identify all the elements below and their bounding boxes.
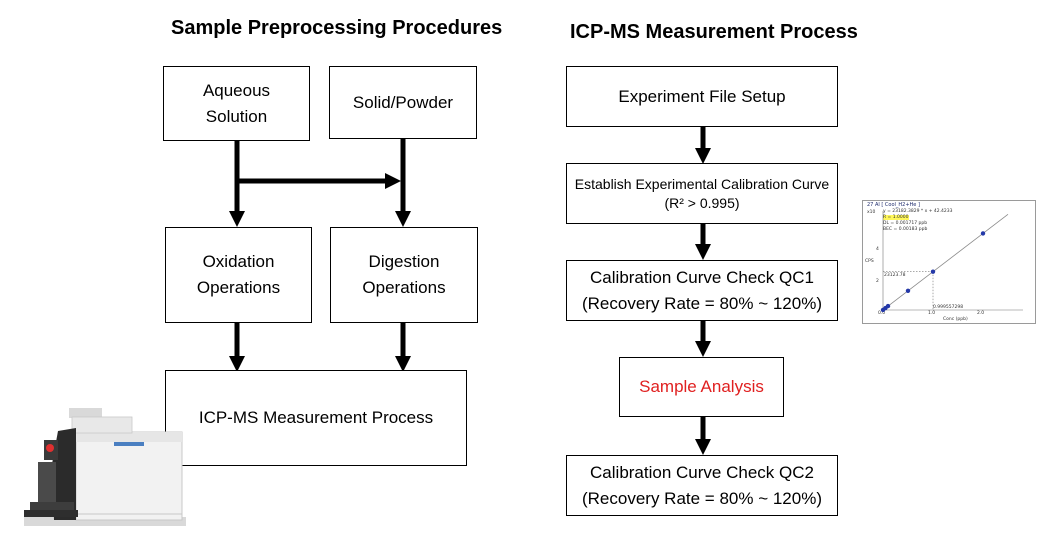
instrument-main-body (75, 431, 183, 521)
calibration-plot-x-tick-1: 1.0 (928, 311, 936, 316)
aqueous-solution-box: Aqueous Solution (163, 66, 310, 141)
calibration-plot-marker-x: 0.999557298 (933, 305, 964, 310)
left-title: Sample Preprocessing Procedures (171, 17, 503, 39)
sample-analysis-box: Sample Analysis (619, 357, 784, 417)
digestion-operations-box: Digestion Operations (330, 227, 478, 323)
qc2-check-box: Calibration Curve Check QC2 (Recovery Ra… (566, 455, 838, 516)
calibration-point-4 (930, 269, 936, 274)
calibration-plot-area (880, 211, 1023, 313)
calibration-point-2 (885, 303, 891, 309)
calibration-point-3 (905, 288, 911, 294)
calibration-curve-label: Establish Experimental Calibration Curve… (574, 175, 830, 211)
calibration-plot-y-tick-4: 4 (876, 247, 879, 252)
right-title: ICP-MS Measurement Process (570, 21, 858, 43)
icpms-process-box: ICP-MS Measurement Process (165, 370, 467, 466)
experiment-file-setup-box: Experiment File Setup (566, 66, 838, 127)
calibration-plot-header: 27 Al [ Cool_H2+He ] (867, 202, 920, 208)
qc1-check-box: Calibration Curve Check QC1 (Recovery Ra… (566, 260, 838, 321)
calibration-plot-image: 27 Al [ Cool_H2+He ] x10 y = 23182.3829 … (862, 200, 1036, 324)
digestion-operations-label: Digestion Operations (362, 252, 446, 297)
calibration-plot-y-exponent: x10 (867, 210, 876, 215)
oxidation-operations-label: Oxidation Operations (196, 252, 281, 297)
calibration-plot-x-tick-2: 2.0 (977, 311, 985, 316)
solid-powder-label: Solid/Powder (352, 92, 454, 112)
oxidation-operations-box: Oxidation Operations (165, 227, 312, 323)
calibration-plot-r: R = 1.0000 (883, 215, 909, 220)
calibration-curve-box: Establish Experimental Calibration Curve… (566, 163, 838, 224)
calibration-plot-y-tick-2: 2 (876, 279, 879, 284)
calibration-fit-line (882, 213, 1009, 311)
icpms-instrument-image (24, 408, 186, 526)
calibration-plot-dl: DL = 0.001717 ppb (883, 221, 928, 226)
aqueous-solution-label: Aqueous Solution (202, 80, 271, 126)
calibration-plot-x-axis-label: Conc (ppb) (943, 317, 968, 322)
solid-powder-box: Solid/Powder (329, 66, 477, 139)
calibration-plot-bec: BEC = 0.00183 ppb (883, 227, 928, 232)
calibration-plot-marker-y: 23123.78 (884, 273, 906, 278)
qc2-check-label: Calibration Curve Check QC2 (Recovery Ra… (581, 462, 822, 508)
calibration-plot-x-tick-0: 0.0 (878, 311, 886, 316)
qc1-check-label: Calibration Curve Check QC1 (Recovery Ra… (581, 267, 822, 313)
icpms-process-label: ICP-MS Measurement Process (198, 408, 434, 427)
calibration-plot-equation: y = 23182.3829 * x + 42.4233 (883, 209, 953, 214)
calibration-point-5 (980, 231, 986, 236)
experiment-file-setup-label: Experiment File Setup (618, 86, 786, 106)
sample-analysis-label: Sample Analysis (639, 377, 764, 396)
calibration-plot-y-axis-label: CPS (865, 259, 874, 264)
calibration-plot-axes (882, 211, 1023, 311)
